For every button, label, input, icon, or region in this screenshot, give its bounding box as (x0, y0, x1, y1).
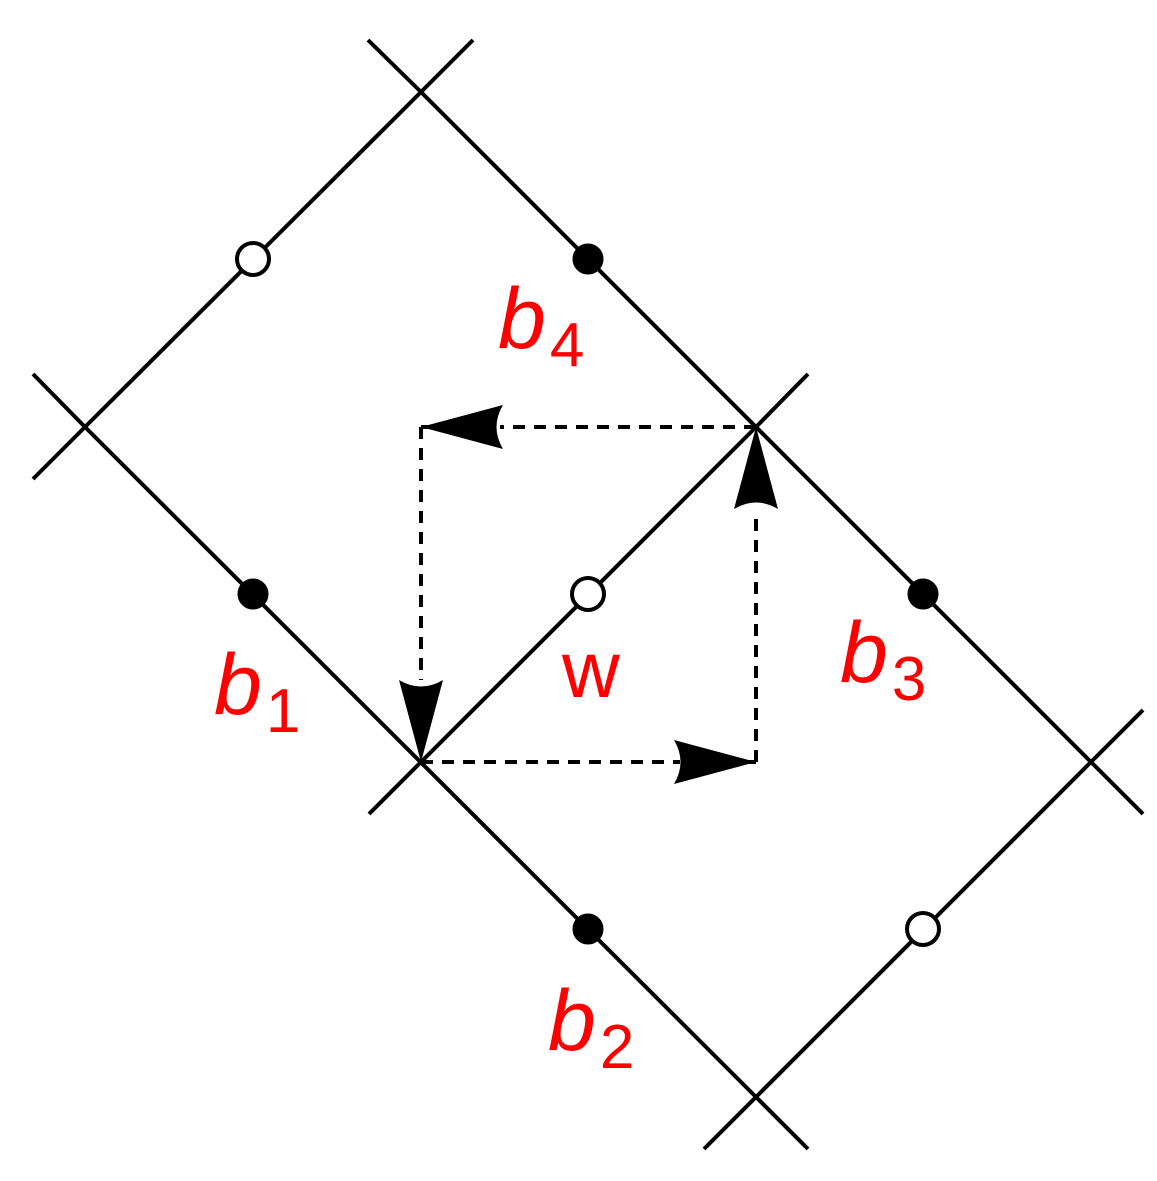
corner-extension-inner-right (754, 372, 810, 429)
label-b2: b2 (548, 973, 634, 1082)
corner-extension-left (31, 372, 87, 429)
corner-extension-top (366, 38, 423, 94)
label-b4: b4 (498, 271, 584, 380)
black-node-b1 (237, 578, 269, 610)
corner-extension-left (31, 425, 87, 481)
arrow-left-icon (421, 405, 503, 449)
label-w: w (561, 625, 620, 714)
white-node (235, 241, 271, 277)
label-b1: b1 (214, 637, 300, 746)
black-node-b3 (907, 578, 939, 610)
white-node (905, 911, 941, 947)
label-b3: b3 (840, 605, 926, 714)
arrow-down-icon (399, 680, 443, 762)
corner-extension-bottom (702, 1095, 758, 1151)
black-node-b2 (572, 913, 604, 945)
corner-extension-right (1089, 760, 1145, 816)
dashed-loop (399, 405, 778, 784)
black-node-b4 (572, 243, 604, 275)
corner-extension-inner-left (367, 760, 423, 816)
arrow-up-icon (734, 427, 778, 509)
corner-extension-bottom (754, 1095, 810, 1151)
corner-extension-right (1089, 708, 1145, 764)
corner-extension-top (419, 38, 475, 94)
white-node-w (570, 576, 606, 612)
arrow-right-icon (674, 740, 756, 784)
